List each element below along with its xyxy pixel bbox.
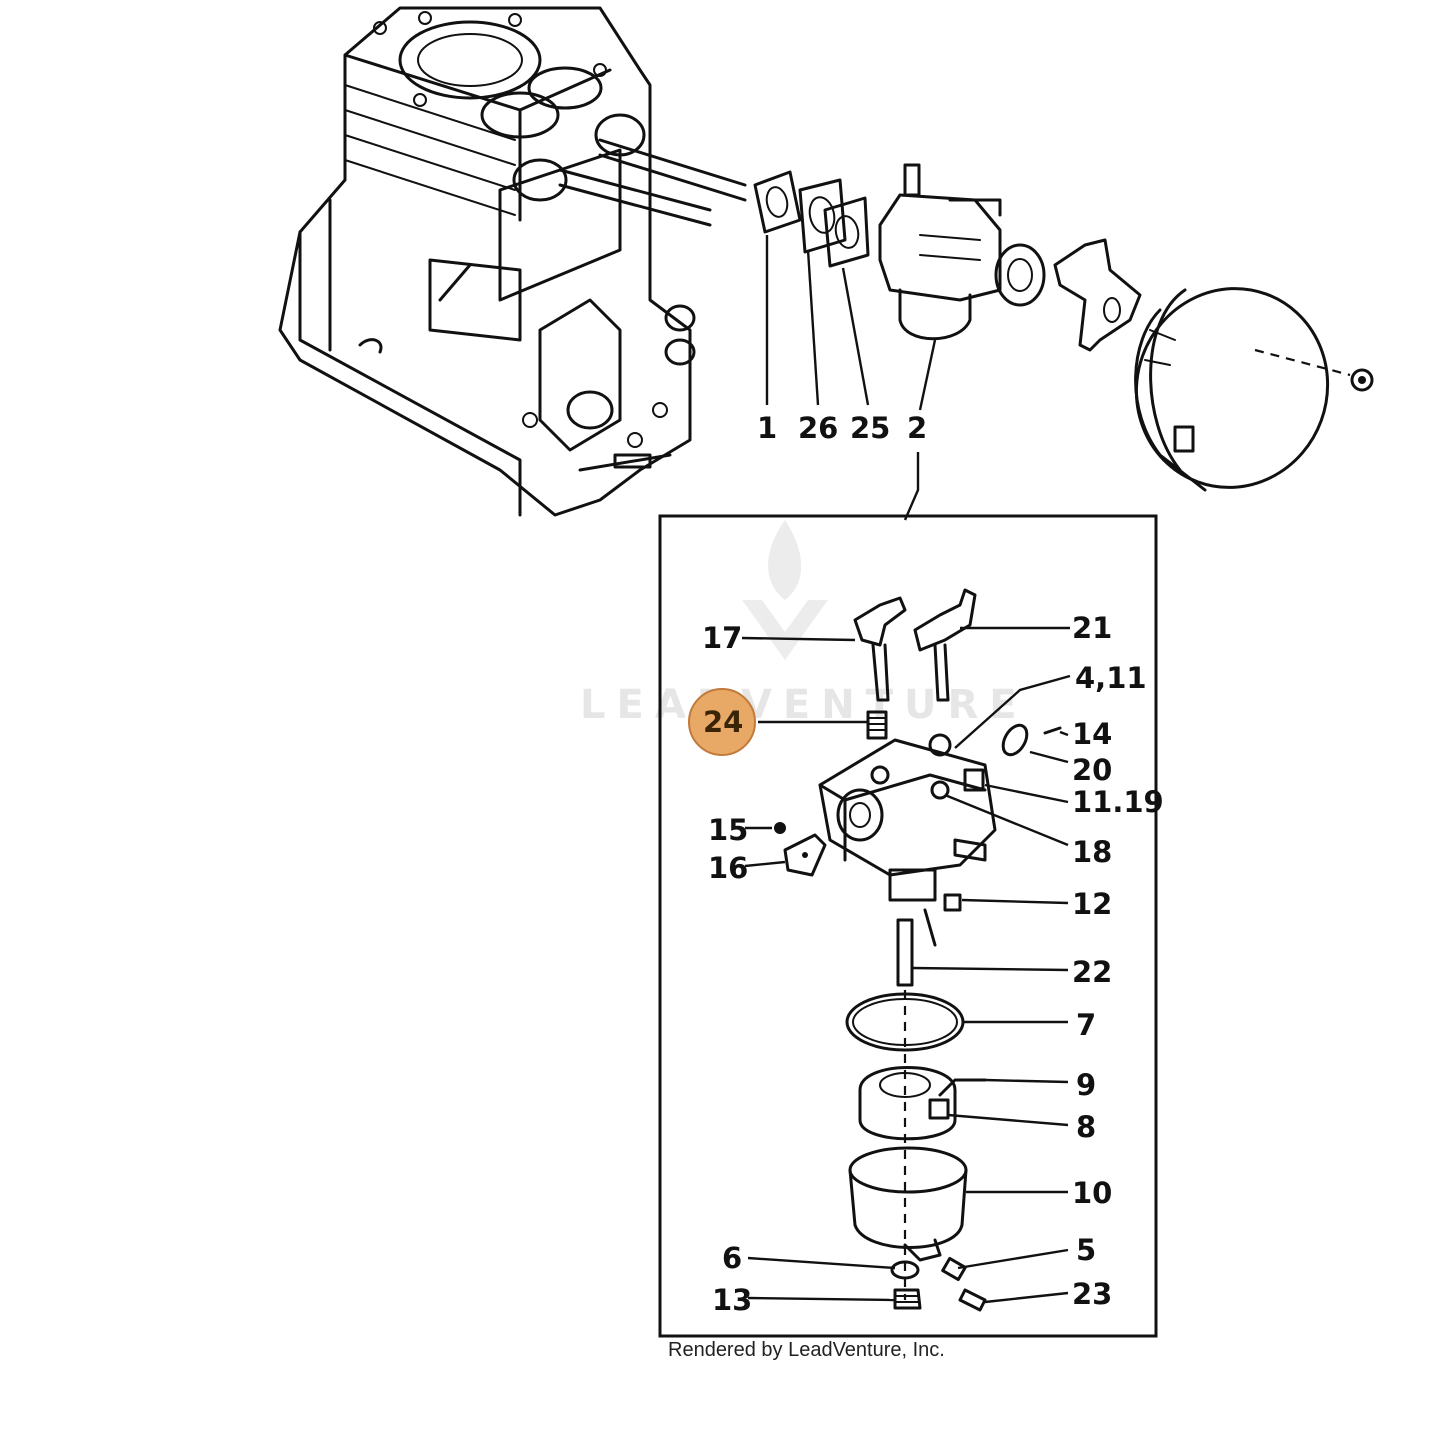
callout-25[interactable]: 25	[850, 411, 890, 445]
callout-13[interactable]: 13	[712, 1283, 752, 1317]
bracket-illustration	[1053, 238, 1142, 352]
exploded-callout-leaders	[741, 626, 1071, 1304]
air-cleaner-cover-illustration	[1134, 287, 1374, 492]
callout-4-11[interactable]: 4,11	[1075, 661, 1147, 695]
footer-credit: Rendered by LeadVenture, Inc.	[668, 1339, 945, 1361]
gaskets-illustration	[753, 170, 870, 268]
callout-23[interactable]: 23	[1072, 1277, 1112, 1311]
carburetor-exploded-illustration	[774, 588, 1062, 1312]
callout-2-connector	[903, 452, 920, 521]
callout-21[interactable]: 21	[1072, 611, 1112, 645]
watermark-text: LEADVENTURE	[580, 682, 1028, 728]
engine-block-illustration	[278, 6, 747, 517]
watermark-logo-icon	[742, 520, 828, 660]
callout-5[interactable]: 5	[1076, 1233, 1096, 1267]
callout-24[interactable]: 24	[703, 705, 743, 739]
top-callout-leaders	[765, 235, 937, 411]
callout-10[interactable]: 10	[1072, 1176, 1112, 1210]
callout-15[interactable]: 15	[708, 813, 748, 847]
callout-14[interactable]: 14	[1072, 717, 1112, 751]
callout-20[interactable]: 20	[1072, 753, 1112, 787]
callout-17[interactable]: 17	[702, 621, 742, 655]
callout-2[interactable]: 2	[907, 411, 927, 445]
watermark: LEADVENTURE	[580, 520, 1028, 728]
callout-11-19[interactable]: 11.19	[1072, 785, 1164, 819]
callout-26[interactable]: 26	[798, 411, 838, 445]
callout-6[interactable]: 6	[722, 1241, 742, 1275]
callout-1[interactable]: 1	[757, 411, 777, 445]
callout-16[interactable]: 16	[708, 851, 748, 885]
callout-18[interactable]: 18	[1072, 835, 1112, 869]
callout-22[interactable]: 22	[1072, 955, 1112, 989]
callout-7[interactable]: 7	[1076, 1008, 1096, 1042]
exploded-view-frame	[658, 514, 1158, 1338]
highlight-circle-24[interactable]	[688, 688, 756, 756]
callout-12[interactable]: 12	[1072, 887, 1112, 921]
callout-9[interactable]: 9	[1076, 1068, 1096, 1102]
carburetor-top-illustration	[878, 163, 1046, 341]
callout-8[interactable]: 8	[1076, 1110, 1096, 1144]
